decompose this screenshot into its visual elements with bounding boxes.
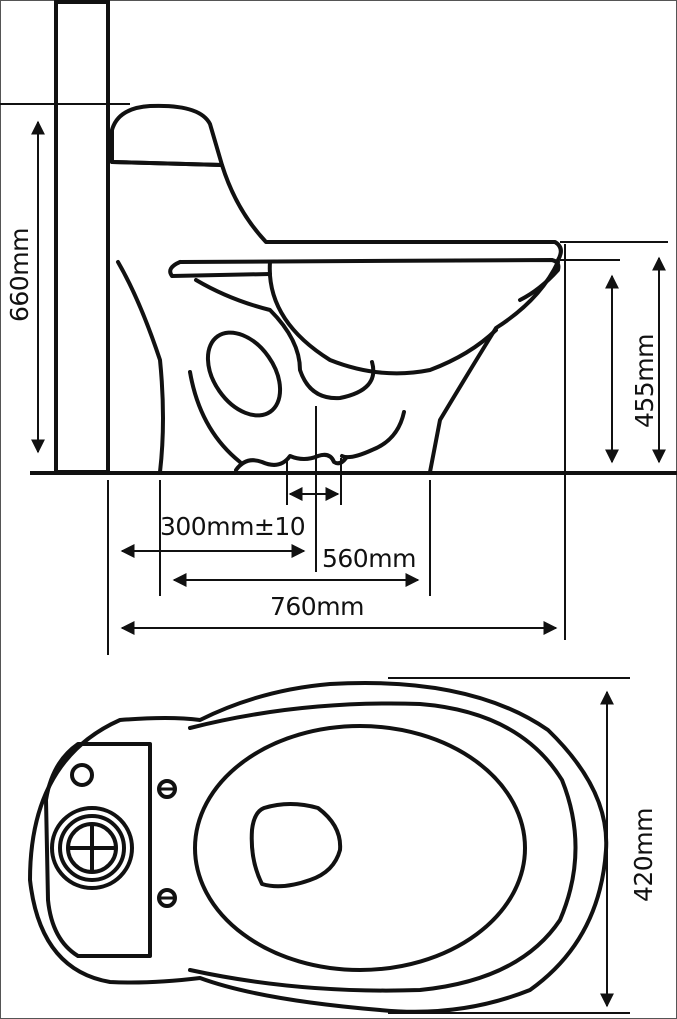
trapway bbox=[194, 278, 376, 401]
base-rear bbox=[116, 260, 165, 474]
hinge-bolt-bottom-icon bbox=[157, 888, 177, 908]
bowl-opening bbox=[249, 802, 343, 889]
trap-opening bbox=[205, 330, 283, 418]
top-inner-outline bbox=[188, 701, 578, 993]
outlet bbox=[234, 452, 348, 472]
top-outer-outline bbox=[28, 680, 609, 1014]
bowl-inner bbox=[267, 260, 498, 376]
hinge-bolt-top-icon bbox=[157, 779, 177, 799]
small-hole bbox=[70, 763, 94, 787]
tank-lid bbox=[110, 103, 224, 167]
dim-760-label: 760mm bbox=[270, 592, 364, 621]
dim-560-label: 560mm bbox=[322, 544, 416, 573]
top-view: 420mm bbox=[28, 677, 658, 1014]
tank-body bbox=[110, 160, 563, 262]
trap-lower bbox=[188, 370, 406, 464]
dim-300-label: 300mm±10 bbox=[160, 512, 305, 541]
dim-455-label: 455mm bbox=[630, 334, 659, 428]
top-tank bbox=[44, 742, 152, 958]
dim-660-label: 660mm bbox=[5, 228, 34, 322]
flush-button-icon bbox=[50, 806, 134, 890]
dim-420-label: 420mm bbox=[629, 808, 658, 902]
seat-ring bbox=[193, 724, 527, 972]
side-view: 660mm 455mm 300mm±10 560mm 760mm bbox=[0, 0, 677, 655]
wall bbox=[54, 0, 110, 474]
bowl-front bbox=[428, 260, 560, 474]
seat bbox=[168, 258, 561, 302]
